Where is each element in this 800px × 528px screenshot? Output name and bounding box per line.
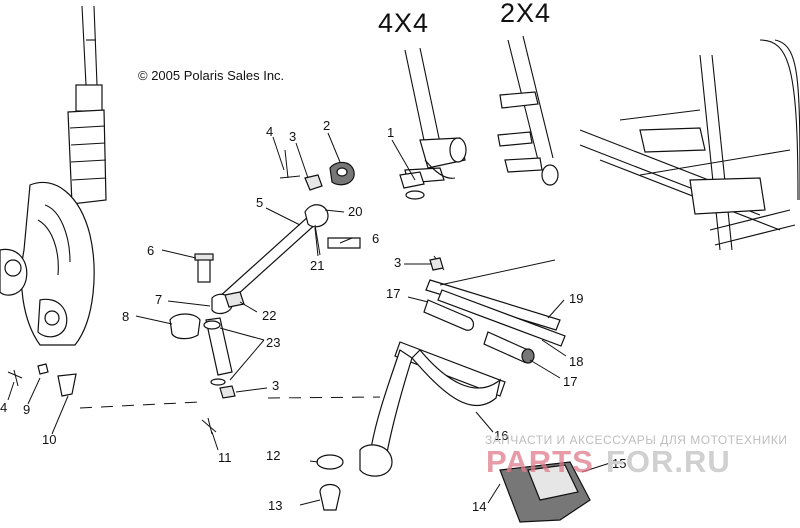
callout-19: 19 (569, 291, 583, 306)
frame-assembly (404, 35, 800, 251)
a-arm-assembly (316, 255, 566, 511)
callout-17: 17 (386, 286, 400, 301)
callout-12: 12 (266, 448, 280, 463)
callout-22: 22 (262, 308, 276, 323)
callout-16: 16 (494, 428, 508, 443)
watermark-tagline: ЗАПЧАСТИ И АКСЕССУАРЫ ДЛЯ МОТОТЕХНИКИ (485, 433, 787, 447)
callout-21: 21 (310, 258, 324, 273)
callout-6: 6 (147, 243, 154, 258)
watermark-brand-part2: FOR.RU (606, 444, 731, 479)
callout-14: 14 (472, 499, 486, 514)
tie-rod-assembly (7, 149, 425, 435)
centerline-right (267, 396, 381, 399)
callout-4: 4 (0, 400, 7, 415)
callout-6: 6 (372, 231, 379, 246)
callout-3: 3 (289, 129, 296, 144)
callout-3: 3 (272, 378, 279, 393)
centerline-left (79, 401, 201, 409)
copyright-text: © 2005 Polaris Sales Inc. (138, 68, 284, 83)
callout-18: 18 (569, 354, 583, 369)
callout-7: 7 (155, 292, 162, 307)
callout-labels: 1 2 3 4 5 6 6 20 21 7 22 8 23 3 3 17 19 … (0, 118, 626, 514)
callout-8: 8 (122, 309, 129, 324)
watermark-brand-part1: PARTS (486, 444, 594, 479)
callout-23: 23 (266, 335, 280, 350)
callout-1: 1 (387, 125, 394, 140)
strut-assembly (0, 5, 107, 346)
callout-4: 4 (266, 124, 273, 139)
callout-3: 3 (394, 255, 401, 270)
label-4x4: 4X4 (378, 8, 429, 38)
callout-5: 5 (256, 195, 263, 210)
callout-15: 15 (612, 456, 626, 471)
callout-13: 13 (268, 498, 282, 513)
watermark: ЗАПЧАСТИ И АКСЕССУАРЫ ДЛЯ МОТОТЕХНИКИ PA… (485, 433, 787, 479)
callout-20: 20 (348, 204, 362, 219)
callout-11: 11 (218, 450, 232, 465)
leader-lines (7, 132, 611, 506)
callout-17: 17 (563, 374, 577, 389)
callout-9: 9 (23, 402, 30, 417)
callout-10: 10 (42, 432, 56, 447)
label-2x4: 2X4 (500, 0, 551, 28)
callout-2: 2 (323, 118, 330, 133)
